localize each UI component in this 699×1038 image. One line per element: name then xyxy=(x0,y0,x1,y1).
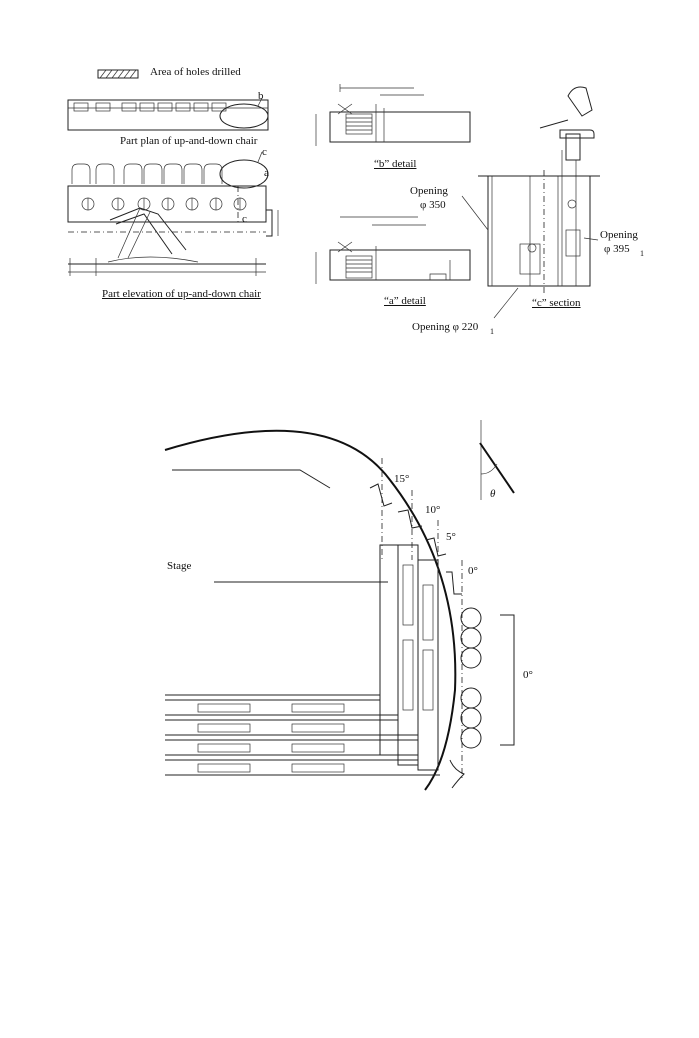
angle-0-label: 0° xyxy=(468,565,478,577)
angle-0-bracket-label: 0° xyxy=(523,669,533,681)
opening-220-subscript: 1 xyxy=(490,327,494,336)
angle-5-label: 5° xyxy=(446,531,456,543)
c-section-drawing xyxy=(461,86,600,319)
plan-of-hall-drawing xyxy=(164,420,515,791)
stage-label: Stage xyxy=(167,560,192,572)
marker-a: a xyxy=(264,167,269,179)
a-detail-drawing xyxy=(315,216,471,284)
opening-395-line1: Opening xyxy=(600,229,638,241)
b-detail-caption: “b” detail xyxy=(374,158,417,170)
marker-b: b xyxy=(258,90,264,102)
legend-hatch-swatch xyxy=(97,69,139,79)
opening-220: Opening φ 220 xyxy=(412,321,479,333)
opening-350-line2: φ 350 xyxy=(420,199,446,211)
angle-10-label: 10° xyxy=(425,504,441,516)
legend-label: Area of holes drilled xyxy=(150,66,241,78)
c-section-caption: “c” section xyxy=(532,297,581,309)
theta-label: θ xyxy=(490,488,496,500)
part-plan-drawing xyxy=(67,97,269,131)
opening-395-line2: φ 395 xyxy=(604,243,630,255)
marker-c-top: c xyxy=(262,146,267,158)
a-detail-caption: “a” detail xyxy=(384,295,426,307)
b-detail-drawing xyxy=(315,84,471,146)
part-elevation-drawing xyxy=(67,151,279,276)
plan-caption: Part plan of up-and-down chair xyxy=(120,135,258,147)
marker-c-bottom: c xyxy=(242,213,247,225)
angle-15-label: 15° xyxy=(394,473,410,485)
elevation-caption: Part elevation of up-and-down chair xyxy=(102,288,261,300)
opening-350-line1: Opening xyxy=(410,185,448,197)
opening-395-subscript: 1 xyxy=(640,249,644,258)
